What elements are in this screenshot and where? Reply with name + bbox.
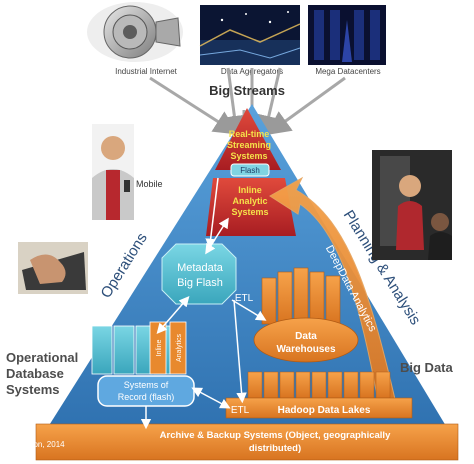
inline-analytic-line-3: Systems: [231, 207, 268, 217]
archive-band: [35, 423, 459, 461]
inline-vertical-label: Inline: [156, 340, 163, 357]
streaming-systems-line-1: Real-time: [229, 129, 270, 139]
mega-datacenters-image: [308, 5, 386, 65]
inline-analytic-line-2: Analytic: [232, 196, 267, 206]
systems-of-record-line-2: Record (flash): [118, 392, 175, 402]
streaming-systems-line-2: Streaming: [227, 140, 271, 150]
archive-line-1: Archive & Backup Systems (Object, geogra…: [160, 430, 391, 441]
analytics-vertical-label: Analytics: [176, 333, 183, 362]
big-data-label: Big Data: [400, 360, 454, 375]
etl-label-center: ETL: [235, 293, 254, 304]
streaming-systems-line-3: Systems: [230, 151, 267, 161]
data-warehouses-line-2: Warehouses: [276, 344, 336, 355]
copyright-label: ©Wikibon, 2014: [8, 440, 65, 449]
etl-label-hadoop: ETL: [231, 405, 250, 416]
operational-db-line-1: Operational: [6, 350, 78, 365]
flash-box: [230, 163, 270, 177]
industrial-internet-label: Industrial Internet: [115, 67, 178, 76]
keyboard-photo: [18, 242, 88, 294]
streaming-systems-block: [215, 108, 281, 170]
operational-db-line-3: Systems: [6, 382, 59, 397]
warehouse-cylinders: [261, 267, 341, 325]
presentation-photo: [372, 150, 452, 260]
metadata-flash-line-2: Big Flash: [177, 277, 223, 289]
industrial-internet-image: [87, 2, 183, 62]
inline-analytic-line-1: Inline: [238, 185, 262, 195]
operational-db-line-2: Database: [6, 366, 64, 381]
mobile-label: Mobile: [136, 179, 163, 189]
flash-label: Flash: [240, 166, 260, 175]
white-connector-arrows: [140, 177, 267, 430]
hadoop-racks: [247, 371, 391, 399]
mobile-photo: [92, 124, 134, 220]
data-warehouses-line-1: Data: [295, 331, 317, 342]
metadata-flash-line-1: Metadata: [177, 262, 224, 274]
data-warehouses-disk: [253, 317, 359, 363]
mega-datacenters-label: Mega Datacenters: [315, 67, 380, 76]
data-aggregators-image: [199, 5, 301, 65]
big-streams-label: Big Streams: [209, 83, 285, 98]
archive-line-2: distributed): [249, 443, 301, 454]
systems-of-record-line-1: Systems of: [124, 380, 169, 390]
hadoop-label: Hadoop Data Lakes: [278, 405, 371, 416]
metadata-flash-block: [161, 243, 237, 305]
